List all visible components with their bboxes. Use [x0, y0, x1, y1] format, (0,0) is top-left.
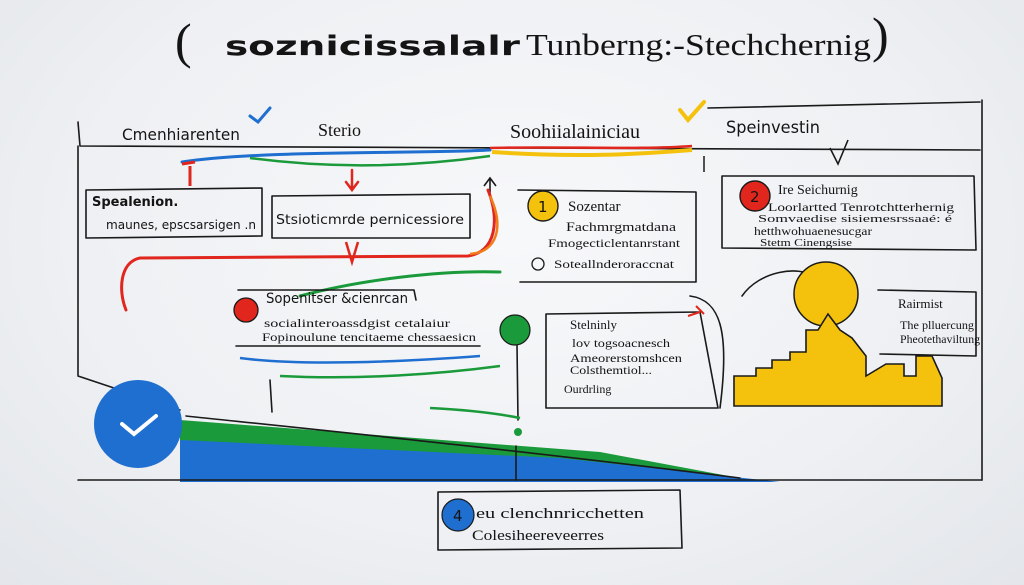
node-stem [516, 344, 519, 421]
number-badge-icon [233, 297, 259, 323]
box-g-title: Rairmist [898, 296, 943, 311]
bottom-line: Colesiheereveerres [472, 528, 604, 544]
box-f-line4: Ourdrling [564, 382, 611, 396]
blue-connector [239, 354, 481, 364]
header-rule [77, 121, 981, 151]
checkmark-icon [120, 414, 158, 437]
node-dot [514, 428, 522, 436]
bottom-badge: 4 [453, 507, 463, 525]
box-f-line1: lov togsoacnesch [572, 336, 670, 350]
box-f-line2: Ameorerstomshcen [570, 351, 682, 365]
header-col1: Cmenhiarenten [122, 125, 240, 144]
right-curve [689, 295, 725, 409]
checkmark-icon [678, 100, 706, 124]
city-skyline-icon [733, 312, 943, 407]
checkmark-icon [248, 106, 272, 125]
arrow-icon [344, 241, 360, 267]
blue-band [180, 440, 780, 482]
box-b [271, 193, 471, 239]
box-g [877, 289, 977, 357]
box-a-line: maunes, epscsarsigen .n [106, 218, 256, 232]
box-c-line1: Fachmrgmatdana [566, 219, 676, 234]
box-d-badge: 2 [750, 188, 760, 206]
red-arrow [687, 305, 705, 317]
box-c-title: Sozentar [568, 199, 620, 215]
box-c-line3: Soteallnderoraccnat [554, 257, 675, 271]
box-g-line2: Pheotethaviltung [900, 332, 980, 346]
top-right-rule [707, 101, 981, 109]
box-d-line2: Somvaedise sisiemesrssaaé: é [758, 213, 952, 225]
red-loop-line [120, 188, 496, 312]
arrow-icon [829, 139, 849, 166]
box-c [517, 189, 697, 283]
title-close-paren: ) [872, 7, 889, 63]
box-e-line2: Fopinoulune tencitaeme chessaesicn [262, 330, 476, 344]
box-a-title: Spealenion. [92, 195, 178, 210]
bullet-icon [531, 257, 545, 271]
box-e-title: Sopenitser &cienrcan [266, 291, 408, 307]
box-e-top [237, 289, 417, 301]
number-badge-icon [527, 190, 559, 222]
red-flow-line [489, 144, 693, 150]
box-b-line: Stsioticmrde pernicessiore [276, 213, 464, 228]
green-node-icon [499, 314, 531, 346]
orange-loop-line [469, 195, 499, 256]
green-flow-line [249, 154, 491, 167]
number-badge-icon [739, 180, 771, 212]
box-d-line4: Stetm Cinengsise [760, 237, 852, 249]
header-col2: Sterio [318, 120, 361, 140]
box-f-title: Stelninly [570, 317, 617, 332]
stem [269, 379, 273, 413]
box-g-line1: The plluercung [900, 318, 974, 332]
header-col3: Soohiialainiciau [510, 121, 640, 143]
number-badge-icon [441, 498, 475, 532]
yellow-flow-line [491, 148, 693, 158]
box-d-line1: Loorlartted Tenrotchtterhernig [768, 200, 954, 214]
green-connector [429, 406, 521, 420]
title-open-paren: ( [175, 13, 192, 69]
box-d [721, 175, 977, 251]
title-right: Tunberng:-Stechchernig [526, 27, 871, 62]
box-c-badge: 1 [538, 198, 548, 216]
box-d-title: Ire Seichurnig [778, 183, 858, 198]
green-connector [279, 364, 501, 379]
header-col4: Speinvestin [726, 118, 820, 138]
band-outline [185, 415, 741, 479]
blue-flow-line [180, 148, 492, 164]
box-c-line2: Fmogecticlentanrstant [548, 236, 681, 250]
red-flow-tick [181, 160, 196, 166]
box-d-line3: hetthwohuaenesucgar [754, 224, 872, 238]
bottom-box [437, 489, 683, 551]
box-f-line3: Colsthemtiol... [570, 363, 652, 377]
bottom-title: eu clenchnricchetten [476, 506, 645, 522]
box-e-line1: socialinteroassdgist cetalaiur [264, 316, 450, 330]
title-left: soznicissalalr [225, 31, 521, 62]
arrow-icon [344, 168, 360, 193]
box-a [85, 187, 263, 239]
box-f [545, 311, 719, 409]
check-circle-icon [94, 380, 182, 468]
